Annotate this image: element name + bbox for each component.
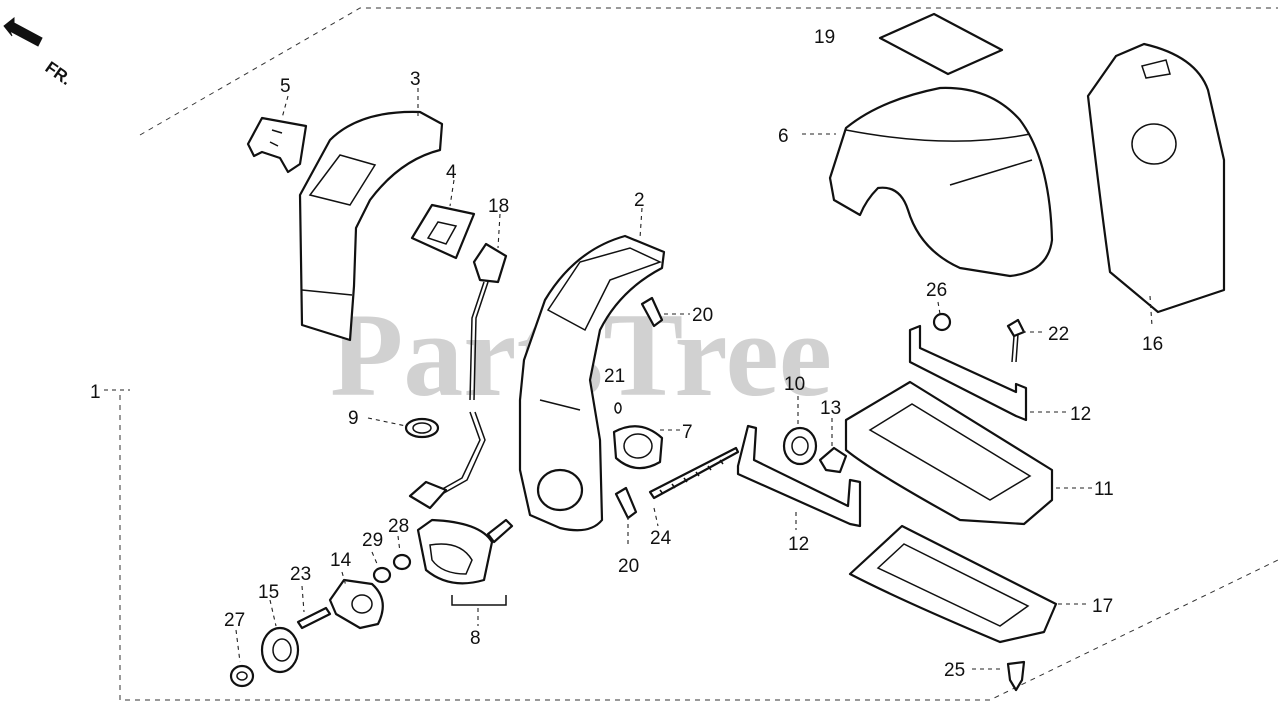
- callout-14: 14: [330, 550, 352, 571]
- part-20-screw-lower: [614, 486, 638, 520]
- callout-17: 17: [1092, 596, 1113, 617]
- callout-20-lower: 20: [618, 556, 639, 577]
- part-5-clip: [246, 116, 308, 174]
- callout-22: 22: [1048, 324, 1069, 345]
- part-20-screw-upper: [640, 296, 664, 328]
- part-12-stay-upper: [908, 324, 1028, 422]
- callout-11: 11: [1094, 479, 1114, 500]
- callout-6: 6: [778, 126, 789, 147]
- part-14-holder: [328, 578, 384, 630]
- callout-labels: 1 2 3 4 5 6 7 8 9 10 11 12 12 13 14 15 1…: [90, 27, 1163, 681]
- part-4-pad: [410, 203, 476, 260]
- callout-24: 24: [650, 528, 672, 549]
- callout-2: 2: [634, 190, 645, 211]
- part-25-bolt: [1006, 660, 1026, 692]
- part-11-tray: [844, 380, 1054, 526]
- callout-16: 16: [1142, 334, 1163, 355]
- part-2-switch-case: [518, 234, 666, 532]
- part-29-nut: [372, 566, 392, 584]
- callout-12-upper: 12: [1070, 404, 1091, 425]
- part-17-gasket: [848, 524, 1058, 644]
- callout-29: 29: [362, 530, 383, 551]
- callout-23: 23: [290, 564, 311, 585]
- leader-lines: [104, 88, 1153, 670]
- part-8-switch-plate: [416, 518, 514, 585]
- callout-18: 18: [488, 196, 509, 217]
- part-8-bracket-line: [451, 595, 507, 606]
- callout-28: 28: [388, 516, 409, 537]
- callout-1: 1: [90, 382, 101, 403]
- callout-20-upper: 20: [692, 305, 713, 326]
- callout-19: 19: [814, 27, 835, 48]
- part-9-band-clip: [404, 417, 440, 439]
- front-direction-label: FR.: [42, 58, 75, 89]
- callout-21: 21: [604, 366, 625, 387]
- callout-13: 13: [820, 398, 841, 419]
- callout-12-lower: 12: [788, 534, 809, 555]
- part-26-nut: [932, 312, 952, 332]
- callout-8: 8: [470, 628, 481, 649]
- part-18-wire-harness: [408, 242, 508, 510]
- part-22-screw: [1006, 318, 1026, 363]
- callout-10: 10: [784, 374, 805, 395]
- part-13-clip: [818, 446, 848, 474]
- part-3-switch-cover: [298, 110, 444, 342]
- part-12-stay-lower: [736, 424, 862, 528]
- callout-15: 15: [258, 582, 279, 603]
- part-7-grommet: [612, 425, 664, 470]
- callout-25: 25: [944, 660, 965, 681]
- part-23-pin: [296, 606, 332, 630]
- part-19-gasket-sheet: [878, 12, 1004, 76]
- part-6-top-cover: [828, 86, 1054, 278]
- part-10-clip: [782, 426, 818, 466]
- part-15-knob: [260, 626, 300, 674]
- callout-3: 3: [410, 69, 421, 90]
- assembly-frame: [119, 7, 1279, 701]
- part-21-washer: [614, 402, 622, 414]
- callout-5: 5: [280, 76, 291, 97]
- callout-7: 7: [682, 422, 693, 443]
- callout-9: 9: [348, 408, 359, 429]
- callout-27: 27: [224, 610, 245, 631]
- part-27-nut: [229, 664, 255, 688]
- callout-4: 4: [446, 162, 457, 183]
- callout-26: 26: [926, 280, 947, 301]
- part-16-side-cover: [1086, 42, 1226, 314]
- part-28-nut: [392, 553, 412, 571]
- part-24-long-bolt: [648, 446, 740, 500]
- front-arrow-icon: [3, 16, 43, 47]
